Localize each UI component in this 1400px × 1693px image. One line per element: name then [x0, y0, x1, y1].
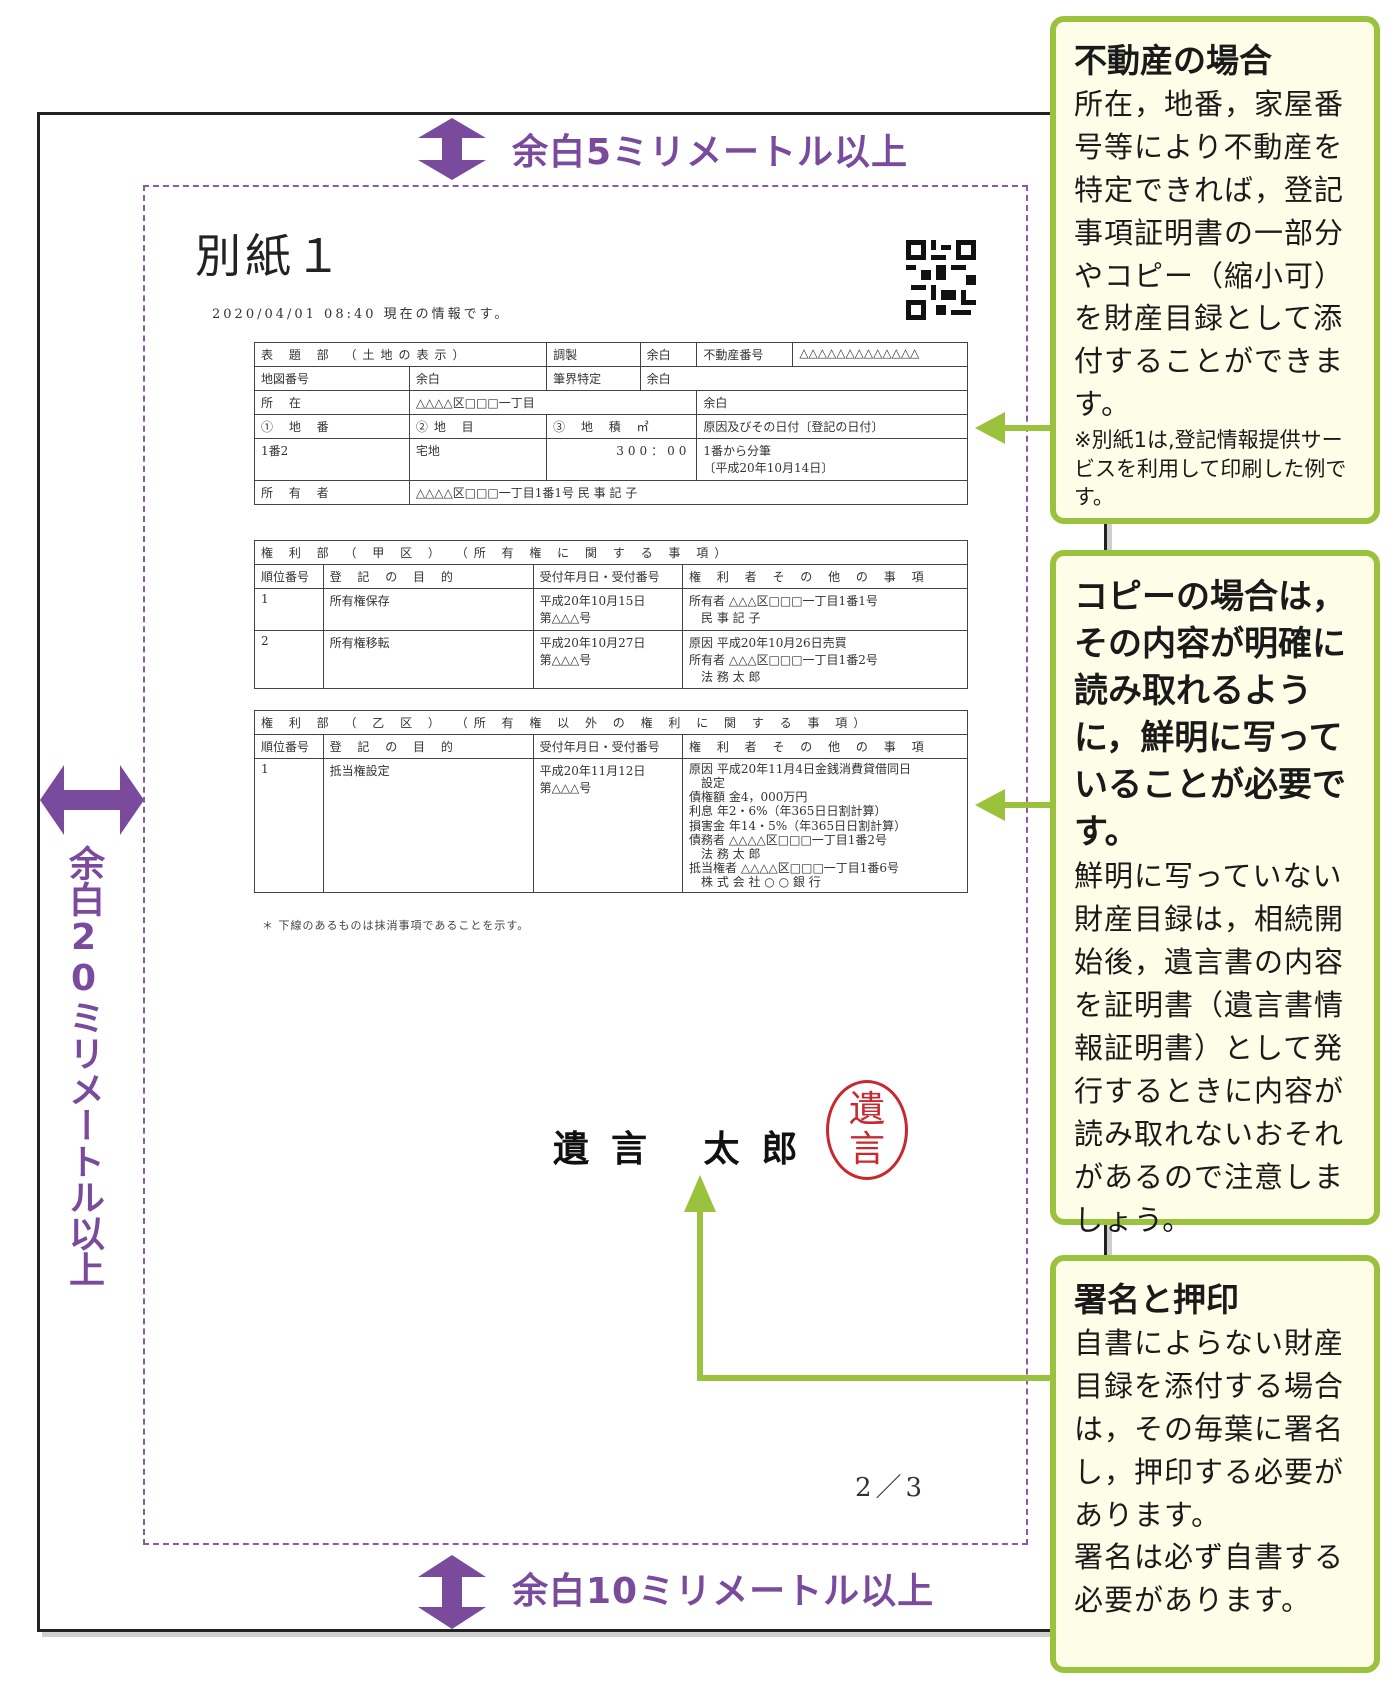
callout2-body: 鮮明に写っていない財産目録は，相続開始後，遺言書の内容を証明書（遺言書情報証明書… — [1074, 859, 1345, 1237]
chizu-value: 余白 — [408, 366, 548, 391]
t2-col-purpose: 登 記 の 目 的 — [322, 564, 534, 589]
top-margin-arrow-icon — [418, 118, 486, 180]
owner-label: 所 有 者 — [254, 480, 410, 505]
t2-row2-date: 平成20年10月27日 第△△△号 — [532, 630, 684, 689]
callout1-note: ※別紙1は,登記情報提供サービスを利用して印刷した例です。 — [1074, 428, 1347, 510]
t3-col-no: 順位番号 — [254, 734, 324, 759]
hikkai-label: 筆界特定 — [546, 366, 641, 391]
t3-rights-line: 原因 平成20年11月4日金銭消費貸借同日 — [689, 762, 912, 776]
margin-guide-box — [143, 185, 1028, 1545]
row-chiban: 1番2 — [254, 438, 410, 481]
t3-row-purpose: 抵当権設定 — [322, 757, 534, 894]
table-row: 1 抵当権設定 平成20年11月12日 第△△△号 原因 平成20年11月4日金… — [254, 757, 968, 894]
t2-col-rights: 権 利 者 そ の 他 の 事 項 — [682, 564, 968, 589]
shozai-yohaku: 余白 — [696, 390, 968, 415]
left-margin-label: 余白20ミリメートル以上 — [63, 845, 104, 1287]
t2-col-no: 順位番号 — [254, 564, 324, 589]
left-margin-arrow-icon — [40, 765, 144, 835]
table2-header: 権 利 部 （ 甲 区 ） （所 有 権 に 関 す る 事 項） — [254, 540, 968, 565]
callout3-body: 自書によらない財産目録を添付する場合は，その毎葉に署名し，押印する必要があります… — [1074, 1325, 1345, 1532]
t3-rights-line: 利息 年2・6%（年365日日割計算） — [689, 804, 887, 819]
t3-col-rights: 権 利 者 そ の 他 の 事 項 — [682, 734, 968, 759]
t3-rights-line: 抵当権者 △△△△区□□□一丁目1番6号 — [689, 861, 900, 876]
callout1-title: 不動産の場合 — [1074, 41, 1272, 80]
t3-row-no: 1 — [254, 757, 324, 894]
shozai-label: 所 在 — [254, 390, 410, 415]
t3-row-rights: 原因 平成20年11月4日金銭消費貸借同日 設定 債権額 金4，000万円 利息… — [682, 757, 968, 894]
table3-header: 権 利 部 （ 乙 区 ） （所 有 権 以 外 の 権 利 に 関 す る 事… — [254, 710, 968, 735]
t2-row1-date: 平成20年10月15日 第△△△号 — [532, 588, 684, 631]
page-number: 2／3 — [855, 1473, 927, 1503]
t2-row2-purpose: 所有権移転 — [322, 630, 534, 689]
shozai-value: △△△△区□□□一丁目 — [408, 390, 698, 415]
t3-row-date: 平成20年11月12日 第△△△号 — [532, 757, 684, 894]
t3-row-date2: 第△△△号 — [539, 781, 592, 795]
otsu-ku-table: 権 利 部 （ 乙 区 ） （所 有 権 以 外 の 権 利 に 関 す る 事… — [254, 710, 968, 894]
t2-col-date: 受付年月日・受付番号 — [532, 564, 684, 589]
top-margin-label: 余白5ミリメートル以上 — [512, 132, 909, 173]
chizu-label: 地図番号 — [254, 366, 410, 391]
hikkai-value: 余白 — [639, 366, 969, 391]
t2-row1-rights1: 所有者 △△△区□□□一丁目1番1号 — [689, 594, 878, 608]
callout-signature: 署名と押印 自書によらない財産目録を添付する場合は，その毎葉に署名し，押印する必… — [1050, 1255, 1380, 1673]
chousei-label: 調製 — [546, 342, 641, 367]
seal-stamp-icon: 遺 言 — [826, 1080, 908, 1180]
fudosan-no-label: 不動産番号 — [696, 342, 794, 367]
bottom-margin-arrow-icon — [418, 1555, 486, 1629]
t2-row1-no: 1 — [254, 588, 324, 631]
chousei-value: 余白 — [639, 342, 698, 367]
t3-rights-line: 設定 — [701, 776, 726, 791]
t3-rights-line: 損害金 年14・5%（年365日日割計算） — [689, 818, 907, 833]
table-row: 2 所有権移転 平成20年10月27日 第△△△号 原因 平成20年10月26日… — [254, 630, 968, 689]
callout-real-estate: 不動産の場合 所在，地番，家屋番号等により不動産を特定できれば，登記事項証明書の… — [1050, 16, 1380, 524]
row-chiseki: 300：00 — [546, 438, 698, 481]
title-section-table: 表 題 部 （土地の表示） 調製 余白 不動産番号 △△△△△△△△△△△△△ … — [253, 342, 969, 505]
t2-row1-rights2: 民 事 記 子 — [701, 611, 761, 625]
qr-code-icon — [906, 240, 976, 320]
row-chimoku: 宅地 — [408, 438, 548, 481]
row-genin-line2: 〔平成20年10月14日〕 — [703, 461, 834, 475]
table-footnote: ＊ 下線のあるものは抹消事項であることを示す。 — [262, 919, 530, 932]
document-title: 別紙１ — [195, 229, 345, 283]
t2-row1-rights: 所有者 △△△区□□□一丁目1番1号 民 事 記 子 — [682, 588, 968, 631]
t2-row2-rights: 原因 平成20年10月26日売買 所有者 △△△区□□□一丁目1番2号 法 務 … — [682, 630, 968, 689]
t3-rights-line: 法 務 太 郎 — [701, 846, 761, 861]
table1-header: 表 題 部 （土地の表示） — [253, 342, 548, 367]
table-row: 1 所有権保存 平成20年10月15日 第△△△号 所有者 △△△区□□□一丁目… — [254, 588, 968, 631]
seal-top-char: 遺 — [848, 1089, 885, 1131]
t3-rights-line: 株 式 会 社 ○ ○ 銀 行 — [701, 875, 821, 890]
col-chimoku: ②地 目 — [408, 414, 548, 439]
callout3-title: 署名と押印 — [1074, 1280, 1239, 1319]
col-genin: 原因及びその日付〔登記の日付〕 — [696, 414, 968, 439]
t2-row1-purpose: 所有権保存 — [322, 588, 534, 631]
t3-row-date1: 平成20年11月12日 — [539, 764, 646, 778]
row-genin-line1: 1番から分筆 — [703, 444, 772, 458]
t2-row1-date1: 平成20年10月15日 — [539, 594, 646, 608]
t2-row2-rights1: 原因 平成20年10月26日売買 — [689, 636, 847, 650]
t2-row2-no: 2 — [254, 630, 324, 689]
callout-copy: コピーの場合は，その内容が明確に読み取れるように，鮮明に写っていることが必要です… — [1050, 550, 1380, 1237]
callout3-body2: 署名は必ず自書する必要があります。 — [1074, 1540, 1345, 1618]
fudosan-no-value: △△△△△△△△△△△△△ — [792, 342, 968, 367]
col-chiseki: ③ 地 積 ㎡ — [546, 414, 698, 439]
t2-row2-rights3: 法 務 太 郎 — [701, 670, 761, 684]
owner-value: △△△△区□□□一丁目1番1号 民 事 記 子 — [408, 480, 969, 505]
t2-row2-rights2: 所有者 △△△区□□□一丁目1番2号 — [689, 653, 878, 667]
seal-bottom-char: 言 — [848, 1129, 885, 1170]
t2-row1-date2: 第△△△号 — [539, 611, 592, 625]
t2-row2-date2: 第△△△号 — [539, 653, 592, 667]
t2-row2-date1: 平成20年10月27日 — [539, 636, 646, 650]
t3-rights-line: 債務者 △△△△区□□□一丁目1番2号 — [689, 832, 888, 847]
callout2-title: コピーの場合は，その内容が明確に読み取れるように，鮮明に写っていることが必要です… — [1074, 577, 1346, 852]
signature-name: 遺言 太郎 — [553, 1128, 820, 1170]
bottom-margin-label: 余白10ミリメートル以上 — [512, 1571, 935, 1612]
kou-ku-table: 権 利 部 （ 甲 区 ） （所 有 権 に 関 す る 事 項） 順位番号 登… — [254, 540, 968, 689]
document-timestamp: 2020/04/01 08:40 現在の情報です。 — [212, 307, 511, 322]
row-genin: 1番から分筆 〔平成20年10月14日〕 — [696, 438, 968, 481]
callout1-body: 所在，地番，家屋番号等により不動産を特定できれば，登記事項証明書の一部分やコピー… — [1074, 86, 1345, 422]
t3-col-date: 受付年月日・受付番号 — [532, 734, 684, 759]
t3-col-purpose: 登 記 の 目 的 — [322, 734, 534, 759]
col-chiban: ① 地 番 — [254, 414, 410, 439]
t3-rights-line: 債権額 金4，000万円 — [689, 790, 808, 805]
